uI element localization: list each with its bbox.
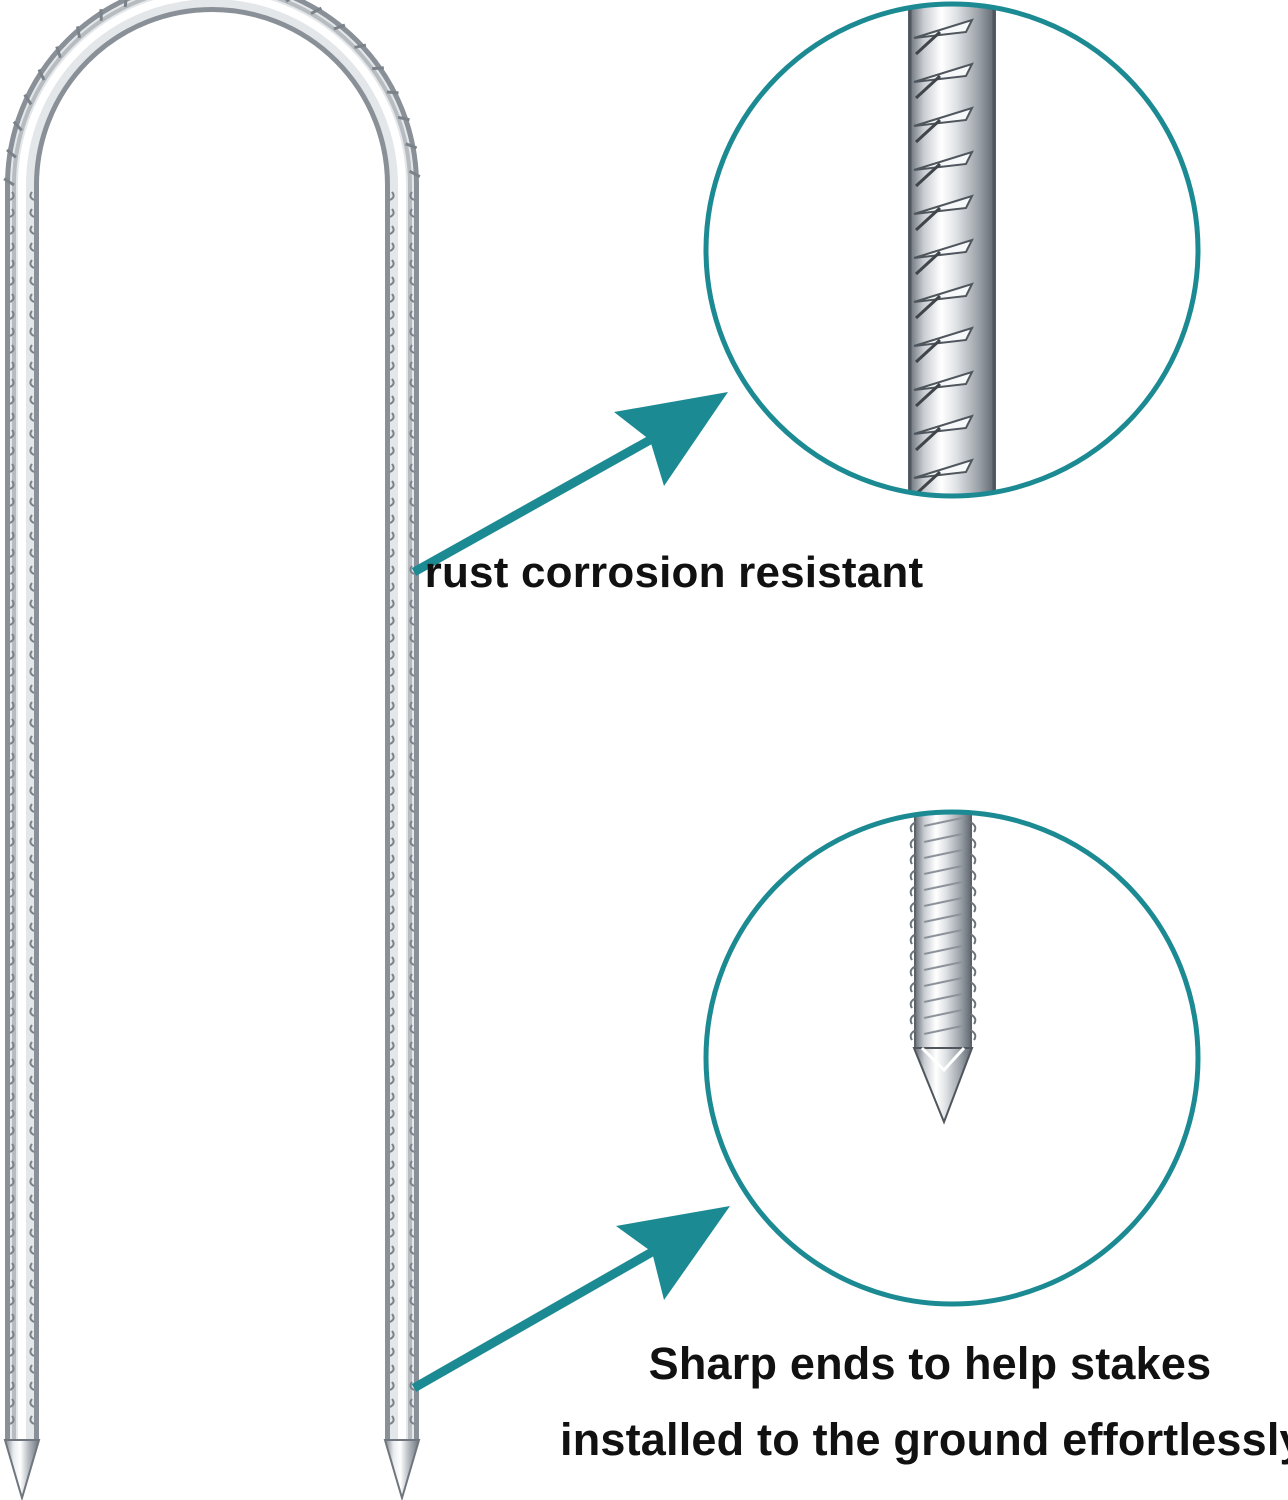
callout-arrow-top bbox=[411, 392, 728, 576]
sharp-tip-closeup-icon bbox=[703, 809, 1201, 1307]
barbed-shaft-closeup-icon bbox=[703, 1, 1201, 499]
sharp-ends-caption-line-1: Sharp ends to help stakes bbox=[648, 1338, 1212, 1389]
corrosion-resistant-caption: rust corrosion resistant bbox=[424, 548, 924, 597]
callout-arrow-bottom bbox=[411, 1206, 730, 1392]
u-stake-icon bbox=[3, 0, 421, 1500]
sharp-ends-caption-line-2: installed to the ground effortlessly bbox=[560, 1414, 1288, 1465]
